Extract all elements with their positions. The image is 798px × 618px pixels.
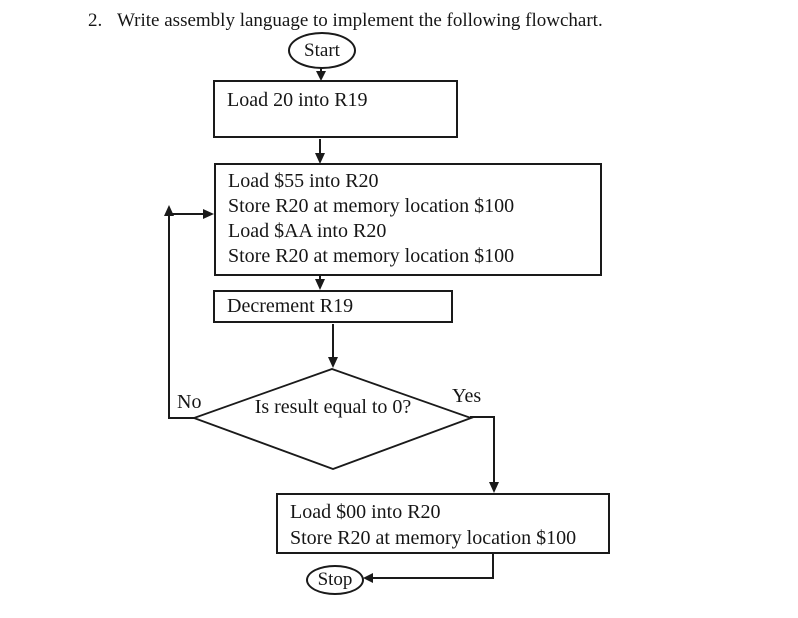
arrow-start-to-load20 [316,67,326,81]
arrow-load20-to-loop [315,139,325,164]
question-number: 2. [88,10,103,31]
process-box-loop-line: Load $AA into R20 [228,220,387,242]
process-box-loop-line: Load $55 into R20 [228,170,379,192]
decision-no-label: No [177,391,202,413]
stop-terminal: Stop [306,565,364,595]
process-box-decrement-line: Decrement R19 [227,295,354,317]
arrow-decrement-to-decision [328,324,338,368]
process-box-final-line: Store R20 at memory location $100 [290,527,577,549]
decision-yes-label: Yes [452,385,482,407]
arrow-yes-to-final [470,416,499,493]
process-box-loop-line: Store R20 at memory location $100 [228,195,515,217]
arrow-no-loopback [164,205,214,419]
process-box-loop-body: Load $55 into R20 Store R20 at memory lo… [214,163,602,276]
decision-question-label: Is result equal to 0? [254,396,412,418]
decision-diamond-shape [191,368,474,470]
process-box-final: Load $00 into R20 Store R20 at memory lo… [276,493,610,554]
question-title: Write assembly language to implement the… [117,10,603,31]
start-terminal-label: Start [304,39,340,61]
stop-terminal-label: Stop [317,569,353,590]
process-box-final-line: Load $00 into R20 [290,501,441,523]
process-box-load20: Load 20 into R19 [213,80,458,138]
process-box-decrement: Decrement R19 [213,290,453,323]
arrow-loop-to-decrement [315,276,325,290]
process-box-load20-line: Load 20 into R19 [227,89,368,111]
start-terminal: Start [288,32,356,69]
process-box-loop-line: Store R20 at memory location $100 [228,245,515,267]
arrow-final-to-stop [363,554,494,583]
